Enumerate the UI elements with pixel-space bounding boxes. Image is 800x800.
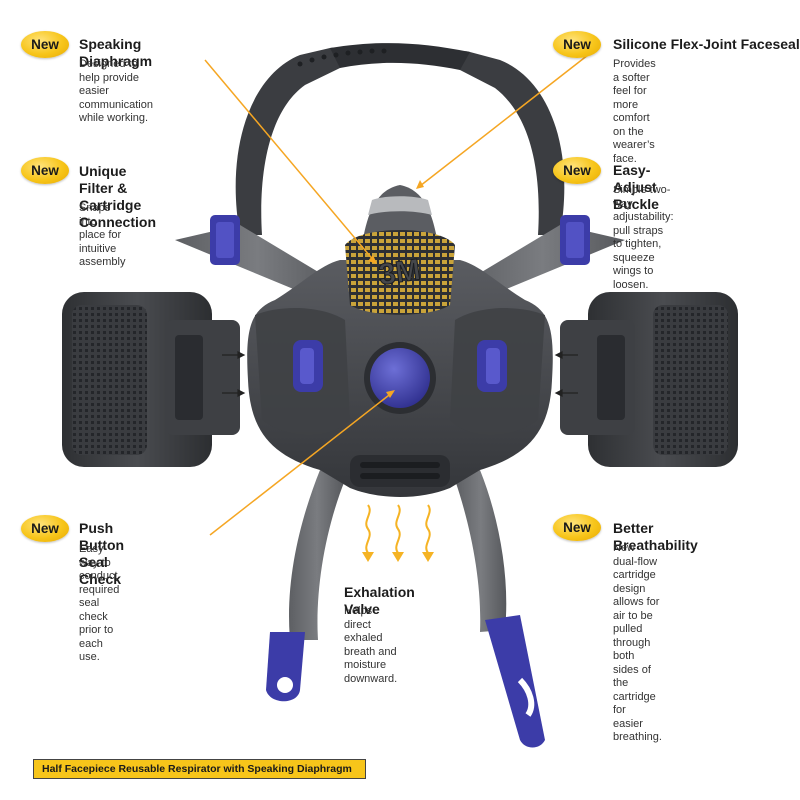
new-badge: New [553,514,601,541]
cartridge-left [62,292,240,467]
new-badge: New [21,157,69,184]
callout-title: Silicone Flex-Joint Faceseal [613,36,800,52]
new-badge: New [21,31,69,58]
new-badge: New [21,515,69,542]
callout-title: Better Breathability [613,520,698,553]
pointer-faceseal [419,54,589,187]
neck-clip-left [266,632,305,702]
neck-clip-right [485,615,545,748]
callout-description: New dual-flow cartridge design allows fo… [613,542,662,743]
callout-title: Exhalation Valve [344,584,415,617]
callout-title: Unique Filter & Cartridge Connection [79,163,156,230]
head-harness [235,43,565,236]
pointer-seal-check [209,391,394,536]
callout-description: Simple two-way adjustability: pull strap… [613,184,674,291]
mask-body [247,230,553,497]
callout-description: Provides a softer feel for more comfort … [613,58,656,165]
buckle-right [560,215,590,265]
callout-description: Helps direct exhaled breath and moisture… [344,605,398,685]
callout-description: Easy way to conduct required seal check … [79,543,120,663]
pointer-speaking-diaphragm [204,59,376,263]
cartridge-right [560,292,738,467]
new-badge: New [553,157,601,184]
exhaled-air-arrows [365,504,431,554]
new-badge: New [553,31,601,58]
caption-banner: Half Facepiece Reusable Respirator with … [33,759,366,779]
callout-title: Easy-Adjust Buckle [613,162,659,212]
callout-description: Snaps into place for intuitive assembly [79,202,126,268]
brand-logo: 3M [377,253,423,291]
buckle-left [210,215,240,265]
callout-title: Speaking Diaphragm [79,36,153,69]
callout-description: Designed to help provide easier communic… [79,58,153,124]
callout-title: Push Button Seal Check [79,520,125,587]
